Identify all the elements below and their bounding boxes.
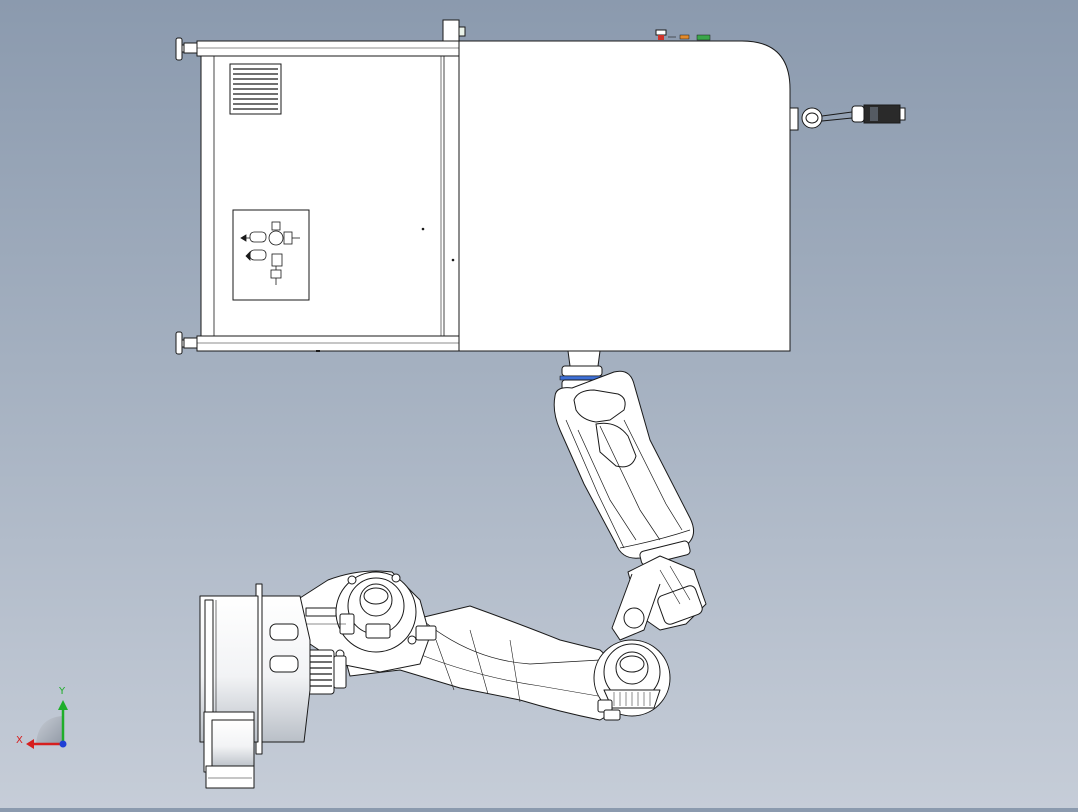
indicator-lights xyxy=(655,29,711,41)
elbow-motor xyxy=(593,639,671,721)
leveling-feet xyxy=(175,37,198,355)
vent-grille xyxy=(229,63,282,115)
coordinate-triad xyxy=(26,700,68,749)
side-connector xyxy=(789,104,906,131)
pneumatic-panel xyxy=(232,209,310,301)
robot-base xyxy=(199,583,311,789)
control-cabinet xyxy=(175,19,906,355)
robot-arm xyxy=(199,350,707,789)
z-axis-dot xyxy=(59,740,67,748)
forearm-link xyxy=(553,370,695,566)
elbow-joint xyxy=(611,555,707,641)
top-junction-box xyxy=(442,19,460,42)
cabinet-main-body xyxy=(458,40,791,352)
cabinet-top-rail xyxy=(196,40,460,57)
cabinet-bottom-rail xyxy=(196,335,460,352)
triad-y-label: Y xyxy=(59,686,66,697)
triad-x-label: X xyxy=(16,735,23,746)
shoulder-joint xyxy=(299,570,437,673)
